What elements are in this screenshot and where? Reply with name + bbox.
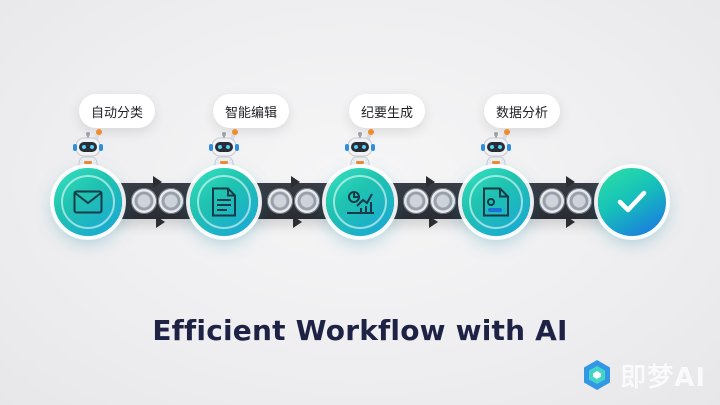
flow-arrow-icon	[429, 216, 438, 228]
chart-icon	[347, 191, 374, 214]
flow-arrow-icon	[156, 216, 165, 228]
conveyor-roller	[131, 188, 157, 214]
flow-arrow-icon	[153, 176, 162, 188]
step-node-mail	[54, 168, 122, 236]
watermark-text: 即梦AI	[620, 362, 706, 393]
robot-icon	[73, 129, 103, 172]
robot-icon	[345, 129, 375, 172]
robot-icon	[209, 129, 239, 172]
step-node-complete	[598, 168, 666, 236]
conveyor-roller	[267, 188, 293, 214]
document-icon	[212, 187, 236, 217]
step-label-4: 数据分析	[484, 94, 561, 128]
step-node-document	[190, 168, 258, 236]
step-label-1: 自动分类	[79, 94, 156, 128]
page-title: Efficient Workflow with AI	[152, 314, 568, 347]
flow-arrow-icon	[291, 176, 300, 188]
step-label-2: 智能编辑	[213, 94, 290, 128]
robot-icon	[481, 129, 511, 172]
conveyor-roller	[566, 188, 592, 214]
conveyor-roller	[430, 188, 456, 214]
flow-arrow-icon	[566, 216, 575, 228]
step-node-chart	[326, 168, 394, 236]
conveyor-roller	[539, 188, 565, 214]
step-label-3: 纪要生成	[349, 94, 426, 128]
check-icon	[617, 190, 647, 213]
conveyor-roller	[158, 188, 184, 214]
mail-icon	[73, 190, 103, 214]
jimeng-logo	[584, 360, 611, 390]
conveyor-roller	[403, 188, 429, 214]
flow-arrow-icon	[566, 176, 575, 188]
flow-arrow-icon	[293, 216, 302, 228]
conveyor-roller	[294, 188, 320, 214]
flow-arrow-icon	[426, 176, 435, 188]
watermark: 即梦AI	[580, 355, 706, 395]
file-chart-icon	[483, 187, 509, 217]
step-node-file-chart	[462, 168, 530, 236]
